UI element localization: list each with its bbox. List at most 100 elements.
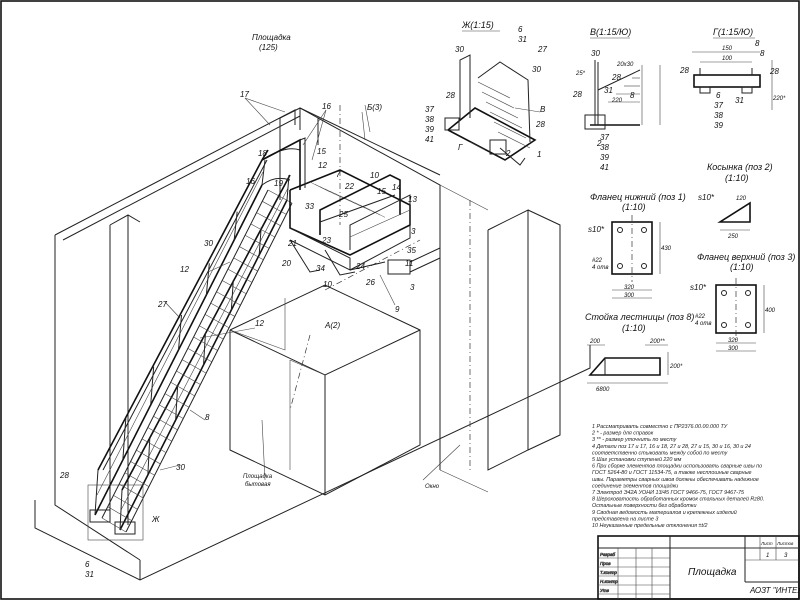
note-line: 5 Шаг установки ступеней 220 мм bbox=[592, 456, 682, 463]
flange-top-detail: Фланец верхний (поз 3) (1:10) s10* 320 3… bbox=[690, 252, 795, 352]
view-zh-number: 28 bbox=[535, 120, 545, 129]
position-number: 20 bbox=[281, 259, 291, 268]
kosynka-dim-120: 120 bbox=[736, 196, 747, 202]
note-line: соответственно стыковать между собой по … bbox=[592, 449, 728, 456]
flange-low-detail: Фланец нижний (поз 1) (1:10) s10* 320 30… bbox=[588, 192, 686, 299]
view-v-number: 37 bbox=[600, 133, 609, 142]
flange-low-s10: s10* bbox=[588, 225, 605, 234]
leaders bbox=[159, 97, 461, 481]
position-number: 11 bbox=[405, 259, 413, 268]
position-number: 22 bbox=[344, 182, 354, 191]
flange-top-title: Фланец верхний (поз 3) bbox=[697, 252, 795, 262]
position-number: 10 bbox=[323, 280, 332, 289]
stair-assembly bbox=[87, 148, 301, 541]
view-v-number: 39 bbox=[600, 153, 609, 162]
view-v: В(1:15/Ю) 25* 20х30 220 3028318283738394… bbox=[572, 27, 661, 172]
flange-low-scale: (1:10) bbox=[622, 202, 646, 212]
kosynka-detail: Косынка (поз 2) (1:10) s10* 250 120 bbox=[698, 162, 773, 240]
view-zh-number: 2 bbox=[505, 149, 511, 158]
flange-top-scale: (1:10) bbox=[730, 262, 754, 272]
note-line: 10 Неуказанные предельные отклонения ±t/… bbox=[592, 523, 708, 529]
title-block-row: Утв bbox=[600, 588, 610, 593]
svg-text:20х30: 20х30 bbox=[616, 62, 634, 68]
platform-assembly bbox=[261, 137, 441, 276]
flange-top-dim-400: 400 bbox=[765, 308, 776, 314]
position-number: 8 bbox=[205, 413, 210, 422]
label-window: Окно bbox=[425, 484, 440, 490]
flange-low-title: Фланец нижний (поз 1) bbox=[590, 192, 686, 202]
view-v-number: 28 bbox=[611, 73, 621, 82]
svg-text:220*: 220* bbox=[772, 96, 786, 102]
view-zh-number: 31 bbox=[518, 35, 527, 44]
label-wall-1: Площадка bbox=[243, 474, 273, 480]
position-number: 16 bbox=[246, 177, 255, 186]
position-number: 7 bbox=[336, 170, 341, 179]
label-view-b: Б(3) bbox=[367, 103, 382, 112]
title-block-sheets-label: Листов bbox=[776, 541, 794, 546]
kosynka-scale: (1:10) bbox=[725, 173, 749, 183]
title-block-row: Т.контр bbox=[600, 570, 617, 575]
position-number: 10 bbox=[370, 171, 379, 180]
kosynka-s10: s10* bbox=[698, 193, 715, 202]
note-line: 3 ** - размер уточнить по месту bbox=[592, 437, 677, 443]
note-line: 2 * - размер для справок bbox=[591, 431, 654, 437]
view-zh-number: 28 bbox=[445, 91, 455, 100]
view-zh-number: 1 bbox=[537, 150, 541, 159]
detail-circle-zh bbox=[87, 484, 144, 541]
label-wall-2: бытовая bbox=[245, 482, 271, 488]
position-number: 27 bbox=[157, 300, 167, 309]
position-number: 30 bbox=[204, 239, 213, 248]
view-g-number: 28 bbox=[769, 67, 779, 76]
stand-dim-6800: 6800 bbox=[596, 387, 610, 393]
view-zh-arrow-g: Г bbox=[458, 143, 463, 152]
view-v-number: 31 bbox=[604, 86, 613, 95]
position-number: 9 bbox=[395, 305, 400, 314]
flange-top-holes-1: #22 bbox=[695, 314, 706, 320]
view-g-number: 38 bbox=[714, 111, 723, 120]
view-zh-number: 38 bbox=[425, 115, 434, 124]
title-block-company: АОЗТ "ИНТЕХ" bbox=[749, 586, 800, 595]
position-number: 3 bbox=[410, 283, 415, 292]
note-line: представлена на листе 3 bbox=[592, 516, 658, 522]
stand-dim-200-right: 200** bbox=[649, 339, 665, 345]
view-v-number: 30 bbox=[591, 49, 600, 58]
view-v-number: 28 bbox=[572, 90, 582, 99]
flange-low-dim-320: 320 bbox=[624, 285, 635, 291]
view-g-number: 8 bbox=[760, 49, 765, 58]
position-number: 18 bbox=[258, 149, 267, 158]
note-line: швы. Параметры сварных швов должны обесп… bbox=[592, 477, 759, 483]
position-number: 24 bbox=[355, 262, 365, 271]
building-walls bbox=[34, 107, 591, 581]
stand-title: Стойка лестницы (поз 8) bbox=[585, 312, 694, 322]
svg-text:200*: 200* bbox=[669, 364, 683, 370]
position-number: 16 bbox=[322, 102, 331, 111]
label-platform-sub: (125) bbox=[259, 43, 278, 52]
label-platform: Площадка bbox=[252, 33, 291, 42]
title-block-row: Разраб bbox=[600, 552, 616, 557]
note-line: 4 Детали поз 17 и 17, 16 и 18, 27 и 28, … bbox=[592, 444, 751, 450]
view-v-number: 41 bbox=[600, 163, 609, 172]
view-g-number: 28 bbox=[679, 66, 689, 75]
stand-dim-200-left: 200 bbox=[589, 339, 601, 345]
view-zh-number: 37 bbox=[425, 105, 434, 114]
position-number: 25 bbox=[338, 210, 348, 219]
view-zh-number: 39 bbox=[425, 125, 434, 134]
view-g-number: 31 bbox=[735, 96, 744, 105]
position-number: 31 bbox=[85, 570, 94, 579]
position-number: 3 bbox=[411, 227, 416, 236]
stand-scale: (1:10) bbox=[622, 323, 646, 333]
flange-low-holes-1: #22 bbox=[592, 258, 603, 264]
label-view-a: А(2) bbox=[324, 321, 340, 330]
kosynka-dim-250: 250 bbox=[727, 234, 739, 240]
view-g-dim-150: 150 bbox=[722, 46, 733, 52]
position-number: 34 bbox=[316, 264, 325, 273]
view-zh-arrow-v: В bbox=[540, 105, 546, 114]
position-number: 15 bbox=[377, 187, 386, 196]
view-g-number: 6 bbox=[716, 91, 721, 100]
title-block-sheets: 3 bbox=[784, 553, 788, 559]
view-zh-title: Ж(1:15) bbox=[461, 20, 494, 30]
title-block-sheet-label: Лист bbox=[760, 541, 773, 546]
